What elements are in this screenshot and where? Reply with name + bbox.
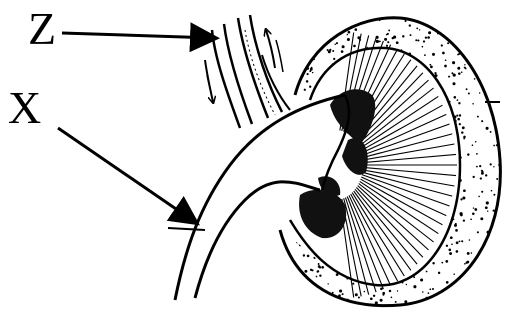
renal-vessels: [212, 15, 290, 128]
ureter-cut-mark: [168, 228, 205, 230]
z-pointer-arrow: [62, 33, 214, 38]
renal-calyx: [299, 89, 375, 238]
label-z: Z: [28, 6, 56, 52]
label-x: X: [8, 85, 41, 131]
x-pointer-arrow: [58, 128, 195, 222]
kidney-cortex: [277, 14, 504, 311]
